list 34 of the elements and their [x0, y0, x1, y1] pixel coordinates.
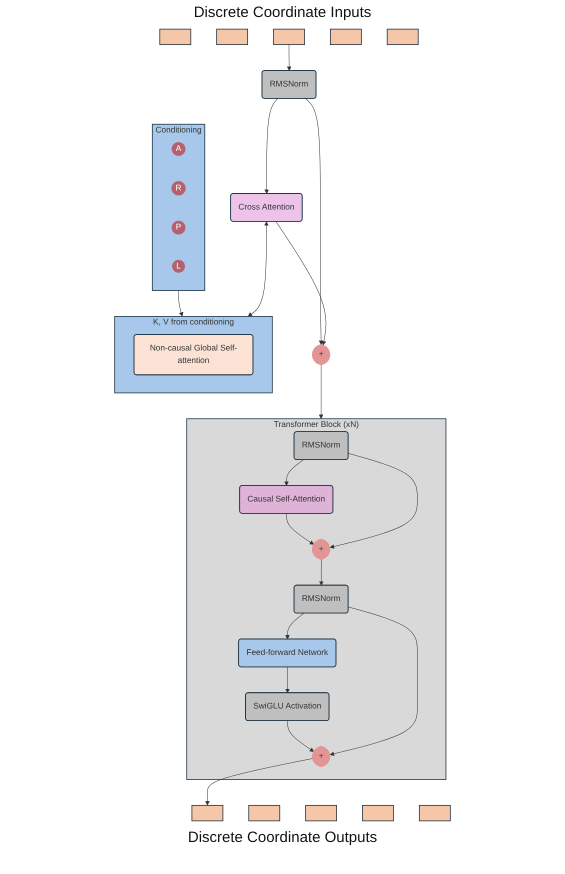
arrow [248, 221, 269, 317]
node-box [273, 28, 305, 46]
node-box [248, 804, 280, 822]
node-circle: R [171, 181, 186, 196]
arrow [286, 513, 314, 545]
node-box [330, 28, 362, 46]
arrow [318, 364, 324, 419]
arrow [276, 221, 326, 346]
caption-text: Discrete Coordinate Inputs [192, 4, 372, 21]
arrow [287, 720, 314, 752]
node-box [216, 28, 248, 46]
arrow [286, 44, 292, 71]
arrow [284, 460, 304, 486]
arrow [330, 606, 418, 756]
node-box [159, 28, 192, 46]
caption-text: Discrete Coordinate Outputs [186, 829, 378, 846]
node-label: K, V from conditioning [153, 318, 234, 327]
arrow [285, 613, 304, 640]
node-box [305, 804, 337, 822]
node-box [418, 804, 451, 822]
node-box [192, 804, 224, 822]
node-circle: A [172, 142, 186, 156]
cluster [114, 316, 273, 394]
arrow [205, 758, 313, 806]
arrow [330, 453, 418, 549]
arrow [264, 98, 278, 194]
arrow [178, 290, 184, 317]
node-box [386, 28, 419, 46]
arrow [285, 666, 290, 694]
node-box [362, 804, 394, 822]
arrow [305, 98, 324, 346]
arrow [319, 559, 324, 586]
node-circle: P [172, 220, 186, 235]
node-circle: L [172, 260, 185, 273]
